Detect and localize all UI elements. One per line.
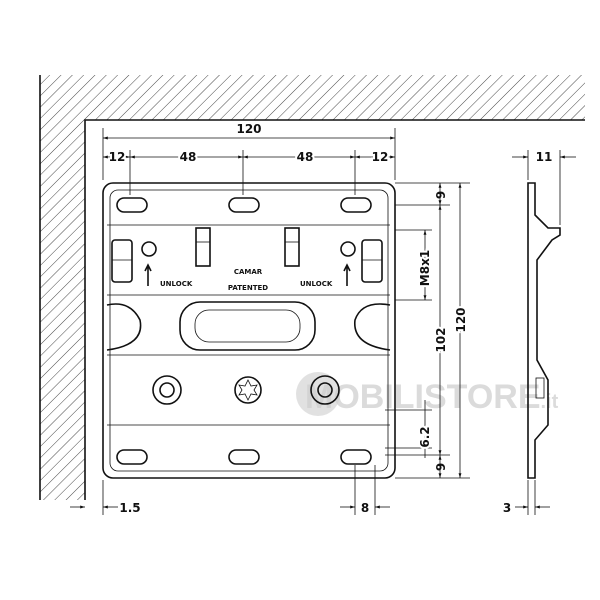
dim-thickness: 3 xyxy=(503,501,511,515)
dim-wall-gap: 1.5 xyxy=(119,501,140,515)
slot-bottom-left xyxy=(116,449,148,465)
dim-thread: M8x1 xyxy=(418,250,432,286)
dim-pitch-left: 48 xyxy=(180,150,197,164)
lock-hole-left xyxy=(141,241,157,257)
arrow-up-icon xyxy=(144,263,152,286)
slot-top-center xyxy=(228,197,260,213)
lock-hole-right xyxy=(340,241,356,257)
unlock-label-left: UNLOCK xyxy=(160,280,193,288)
slot-bottom-right xyxy=(340,449,372,465)
dim-slot-width: 8 xyxy=(361,501,369,515)
dim-pitch-right: 48 xyxy=(297,150,314,164)
arrow-up-icon xyxy=(343,263,351,286)
mounting-plate-side xyxy=(527,182,561,479)
slot-top-left xyxy=(116,197,148,213)
dim-overall-height: 120 xyxy=(454,307,468,332)
watermark-logo: MOBILISTORE.it xyxy=(296,372,559,416)
mounting-plate-front: UNLOCK UNLOCK CAMAR PATENTED xyxy=(102,182,396,479)
dim-bottom-offset: 9 xyxy=(434,463,448,471)
slot-top-right xyxy=(340,197,372,213)
unlock-label-right: UNLOCK xyxy=(300,280,333,288)
dim-overall-width: 120 xyxy=(236,122,261,136)
wall-section xyxy=(39,75,585,500)
slot-bottom-center xyxy=(228,449,260,465)
patented-label: PATENTED xyxy=(228,284,268,292)
dim-hole-spacing: 102 xyxy=(434,327,448,352)
brand-label: CAMAR xyxy=(234,268,263,276)
dim-edge-left: 12 xyxy=(109,150,126,164)
dimensions: 120 12 48 48 12 9 M8x1 102 120 6.2 9 1.5… xyxy=(70,122,576,515)
handle-slot xyxy=(179,301,316,351)
dim-side-depth: 11 xyxy=(536,150,553,164)
dim-lower-offset: 6.2 xyxy=(418,426,432,447)
torx-screw-icon xyxy=(234,376,262,404)
dim-edge-right: 12 xyxy=(372,150,389,164)
dim-top-offset: 9 xyxy=(434,191,448,199)
